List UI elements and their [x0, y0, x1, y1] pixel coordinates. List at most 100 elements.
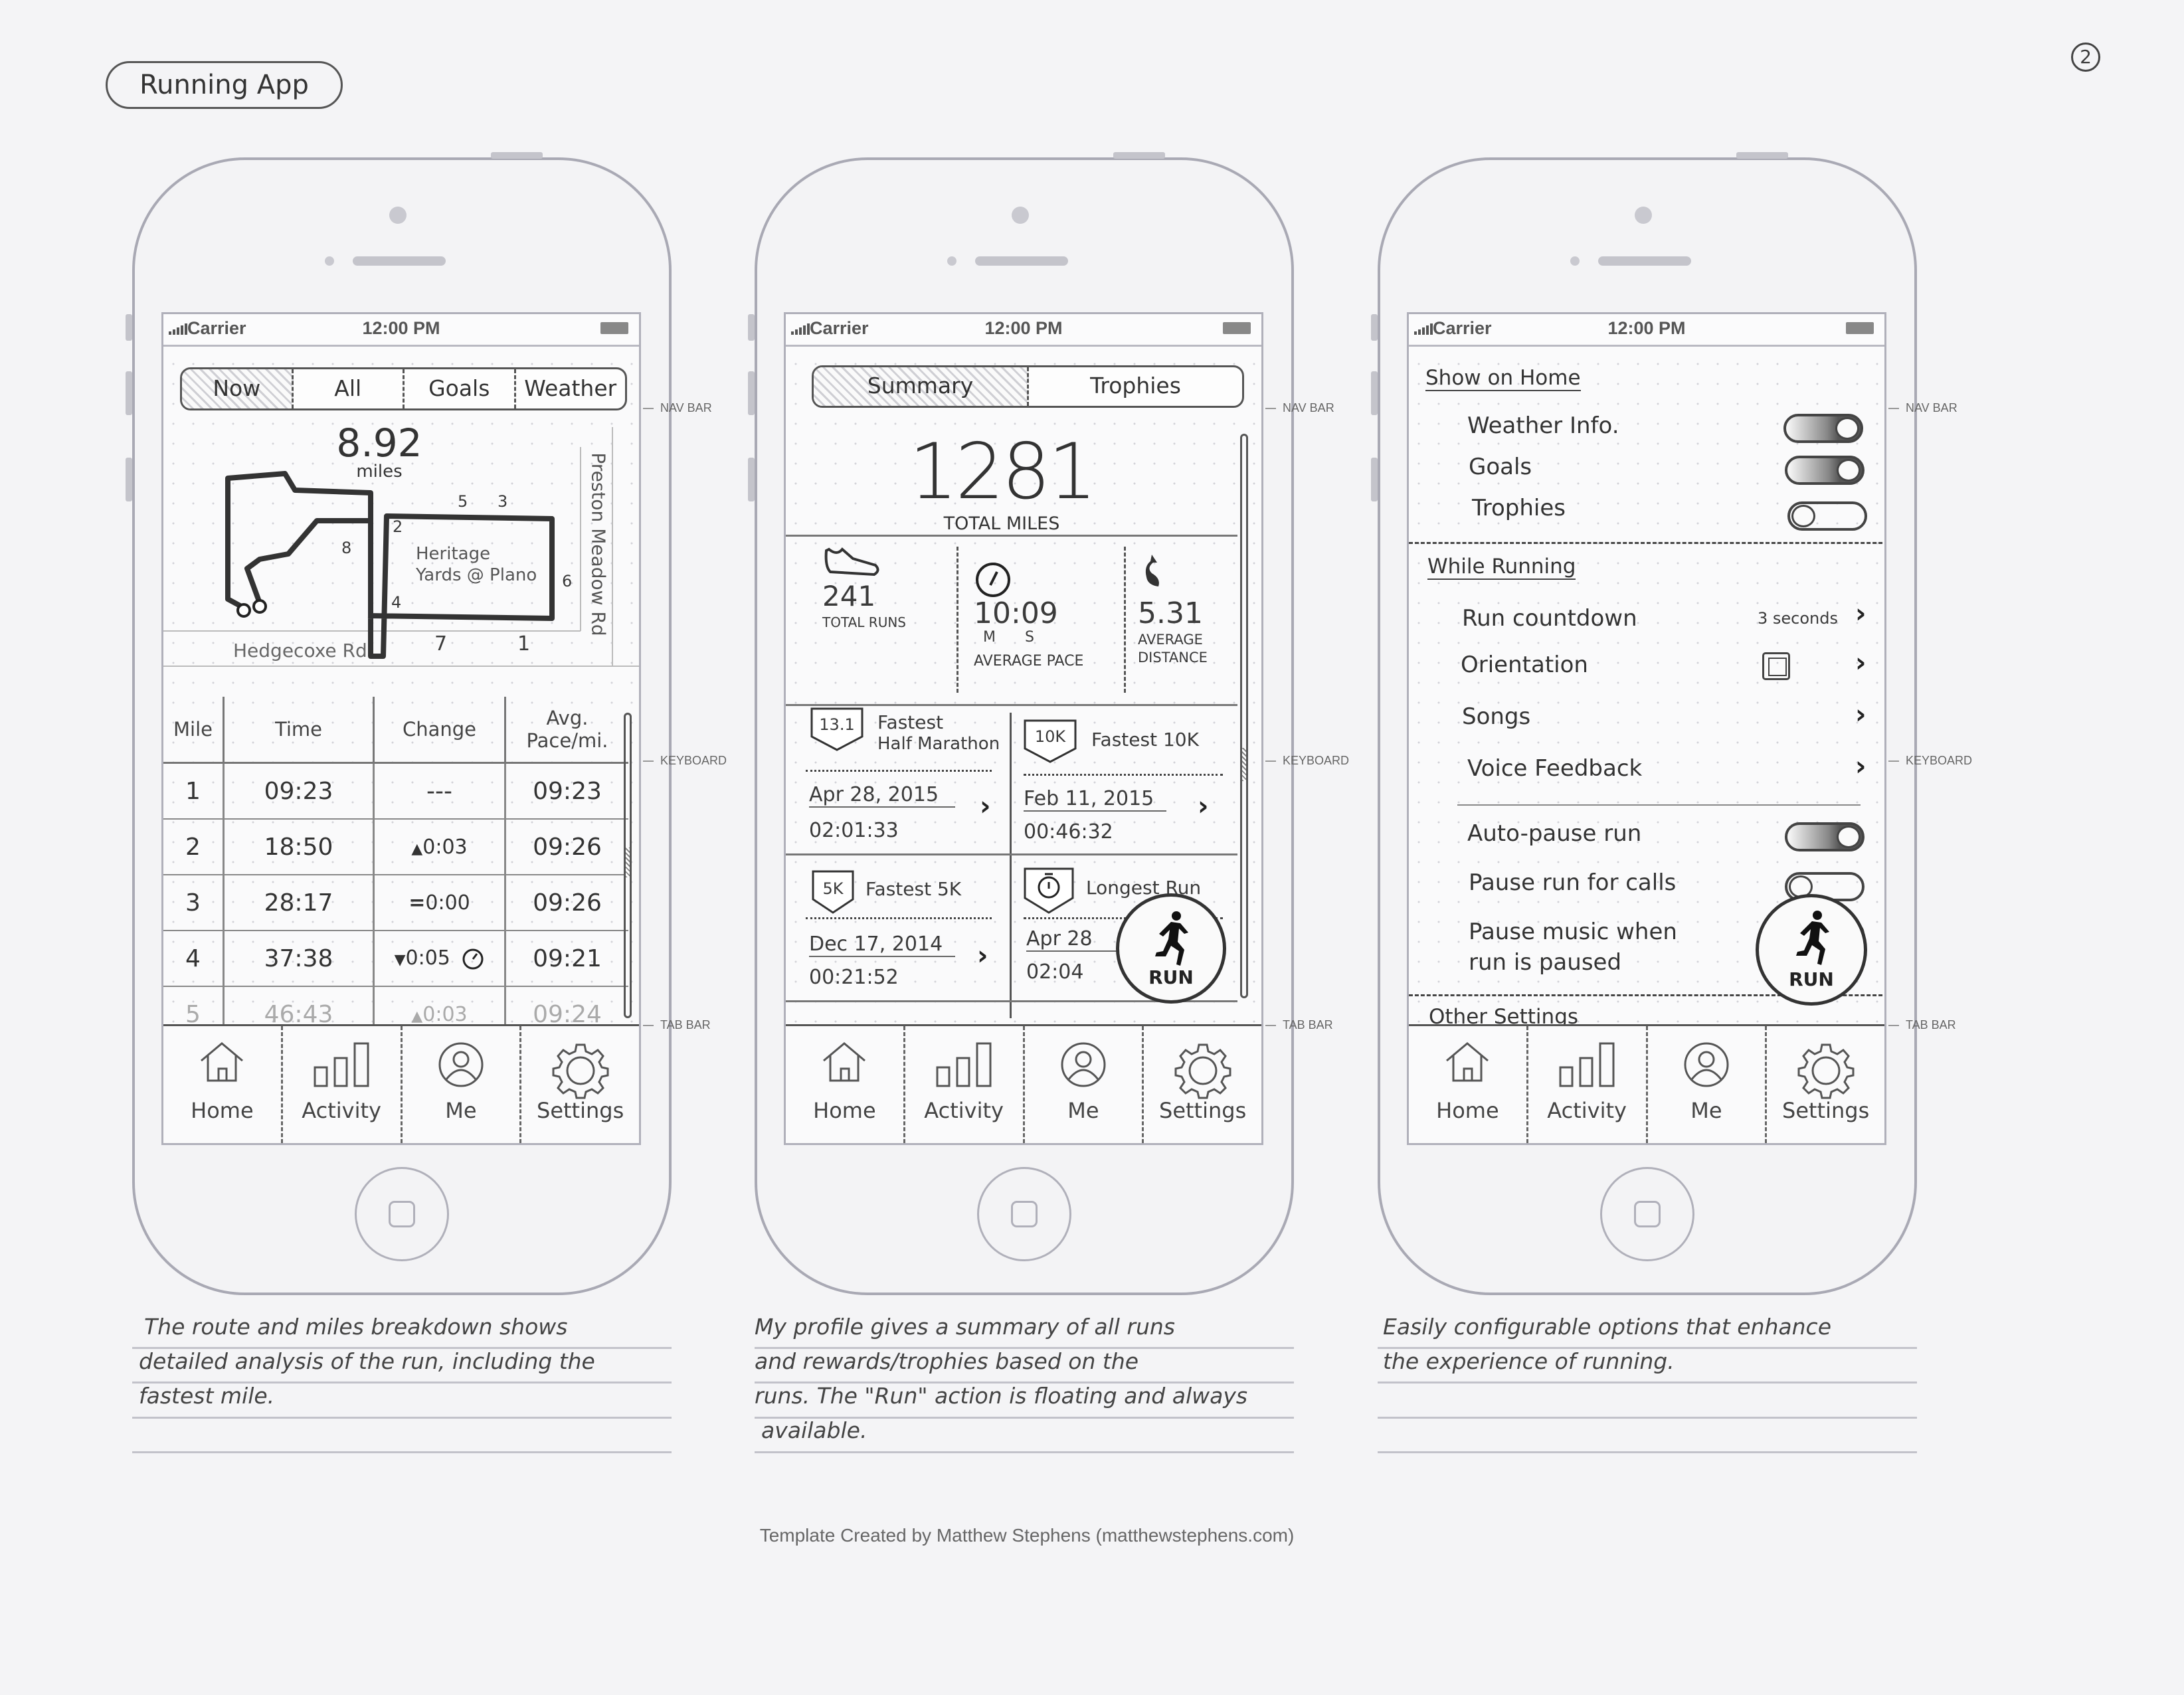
setting-pause-calls-label: Pause run for calls — [1469, 869, 1677, 896]
trophy-title: Fastest 10K — [1091, 729, 1199, 751]
volume-up-button[interactable] — [748, 371, 755, 415]
toggle-weather-info[interactable] — [1783, 414, 1863, 443]
tab-home[interactable]: Home — [786, 1026, 905, 1143]
volume-up-button[interactable] — [1371, 371, 1378, 415]
trophy-card-10k[interactable]: 10K Fastest 10K Feb 11, 2015 00:46:32 › — [1012, 706, 1237, 853]
tab-me[interactable]: Me — [403, 1026, 522, 1143]
home-hardware-button[interactable] — [977, 1167, 1071, 1261]
caption-rule-line — [132, 1451, 672, 1453]
table-row[interactable]: 1 09:23 --- 09:23 — [163, 762, 628, 820]
run-button[interactable]: RUN — [1116, 893, 1226, 1004]
toggle-auto-pause[interactable] — [1785, 822, 1865, 851]
volume-down-button[interactable] — [1371, 458, 1378, 501]
tab-home[interactable]: Home — [1409, 1026, 1528, 1143]
home-hardware-button[interactable] — [355, 1167, 449, 1261]
cell-time: 37:38 — [223, 931, 375, 987]
table-row[interactable]: 3 28:17 =0:00 09:26 — [163, 875, 628, 931]
chevron-right-icon[interactable]: › — [1855, 699, 1866, 730]
toggle-goals[interactable] — [1785, 456, 1865, 485]
segment-now[interactable]: Now — [182, 369, 294, 408]
tab-settings[interactable]: Settings — [521, 1026, 639, 1143]
tab-activity[interactable]: Activity — [1528, 1026, 1648, 1143]
cell-pace: 09:26 — [505, 875, 628, 931]
tab-settings[interactable]: Settings — [1767, 1026, 1884, 1143]
segment-trophies[interactable]: Trophies — [1090, 373, 1181, 399]
volume-up-button[interactable] — [126, 371, 132, 415]
total-runs-value: 241 — [822, 580, 876, 612]
toggle-knob — [1835, 417, 1859, 440]
mute-switch[interactable] — [126, 314, 132, 341]
trophy-card-half-marathon[interactable]: 13.1 Fastest Half Marathon Apr 28, 2015 … — [786, 706, 1010, 853]
caption-rule-line — [1378, 1347, 1917, 1349]
change-up-icon: ▲ — [411, 1008, 423, 1025]
home-icon — [823, 1042, 866, 1082]
tab-me[interactable]: Me — [1025, 1026, 1144, 1143]
segment-all[interactable]: All — [294, 369, 405, 408]
toggle-pause-calls[interactable] — [1785, 872, 1865, 901]
tab-me[interactable]: Me — [1648, 1026, 1768, 1143]
badge-icon — [812, 870, 854, 914]
tab-activity[interactable]: Activity — [283, 1026, 403, 1143]
divider — [1024, 774, 1223, 776]
setting-songs[interactable]: Songs — [1462, 703, 1531, 730]
chevron-right-icon[interactable]: › — [977, 940, 988, 971]
badge-icon — [1024, 719, 1077, 763]
cell-mile: 3 — [163, 875, 225, 931]
trophy-card-5k[interactable]: 5K Fastest 5K Dec 17, 2014 00:21:52 › — [786, 855, 1010, 1000]
toggle-trophies[interactable] — [1787, 501, 1867, 531]
segment-goals[interactable]: Goals — [405, 369, 516, 408]
caption-rule-line — [755, 1417, 1294, 1419]
power-button[interactable] — [491, 152, 543, 159]
annotation-label: TAB BAR — [660, 1018, 711, 1031]
segment-weather[interactable]: Weather — [524, 375, 617, 401]
route-map[interactable] — [163, 314, 641, 697]
segment-summary[interactable]: Summary — [814, 367, 1029, 406]
table-scrollbar[interactable] — [624, 713, 632, 1018]
chevron-right-icon[interactable]: › — [1198, 791, 1209, 822]
fastest-mile-stopwatch-icon — [462, 948, 484, 970]
mute-switch[interactable] — [1371, 314, 1378, 341]
scrollbar-thumb[interactable] — [1242, 748, 1246, 781]
caption-rule-line — [1378, 1417, 1917, 1419]
signal-icon — [169, 323, 187, 335]
run-button[interactable]: RUN — [1756, 894, 1867, 1006]
mute-switch[interactable] — [748, 314, 755, 341]
park-label-line: Heritage — [416, 544, 491, 564]
setting-orientation[interactable]: Orientation — [1461, 652, 1588, 678]
tab-home[interactable]: Home — [163, 1026, 283, 1143]
tab-settings[interactable]: Settings — [1144, 1026, 1261, 1143]
setting-voice-feedback[interactable]: Voice Feedback — [1467, 755, 1643, 782]
tab-activity[interactable]: Activity — [905, 1026, 1025, 1143]
trophy-time: 02:01:33 — [809, 819, 899, 842]
scrollbar-thumb[interactable] — [626, 848, 630, 877]
caption-line: runs. The "Run" action is floating and a… — [755, 1383, 1248, 1409]
section-divider — [1409, 994, 1884, 996]
gear-icon — [552, 1043, 609, 1099]
table-row[interactable]: 4 37:38 ▼0:05 09:21 — [163, 931, 628, 987]
document-title: Running App — [106, 61, 343, 109]
table-row[interactable]: 2 18:50 ▲0:03 09:26 — [163, 819, 628, 875]
chevron-right-icon[interactable]: › — [980, 791, 991, 822]
cell-pace: 09:21 — [505, 931, 628, 987]
cell-change: --- — [373, 762, 506, 820]
trophy-card-longest-run[interactable]: Longest Run Apr 28 02:04 — [1012, 855, 1237, 1000]
average-pace-label: AVERAGE PACE — [974, 653, 1084, 669]
setting-label: Run countdown — [1462, 605, 1637, 632]
setting-run-countdown[interactable]: Run countdown — [1462, 605, 1637, 632]
home-hardware-button[interactable] — [1600, 1167, 1694, 1261]
chevron-right-icon[interactable]: › — [1855, 648, 1866, 678]
volume-down-button[interactable] — [748, 458, 755, 501]
change-equal-icon: = — [409, 891, 426, 915]
user-circle-icon — [1684, 1042, 1729, 1087]
power-button[interactable] — [1736, 152, 1788, 159]
chevron-right-icon[interactable]: › — [1855, 598, 1866, 629]
carrier-label: Carrier — [187, 318, 246, 338]
chevron-right-icon[interactable]: › — [1855, 751, 1866, 782]
caption-rule-line — [755, 1451, 1294, 1453]
caption-rule-line — [132, 1382, 672, 1383]
tab-label: Me — [445, 1098, 477, 1123]
power-button[interactable] — [1113, 152, 1165, 159]
volume-down-button[interactable] — [126, 458, 132, 501]
scrollbar[interactable] — [1240, 434, 1248, 998]
